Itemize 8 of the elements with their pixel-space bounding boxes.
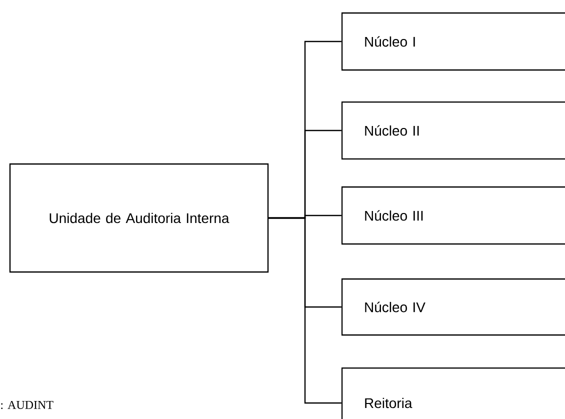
source-note: : AUDINT — [1, 400, 54, 410]
org-box: Núcleo I — [341, 12, 565, 71]
org-box: Núcleo III — [341, 186, 565, 245]
org-box: Núcleo II — [341, 101, 565, 160]
org-box: Núcleo IV — [341, 278, 565, 336]
unit-box: Unidade de Auditoria Interna — [9, 163, 269, 273]
connector-line — [268, 217, 342, 404]
org-box: Reitoria — [341, 367, 565, 419]
